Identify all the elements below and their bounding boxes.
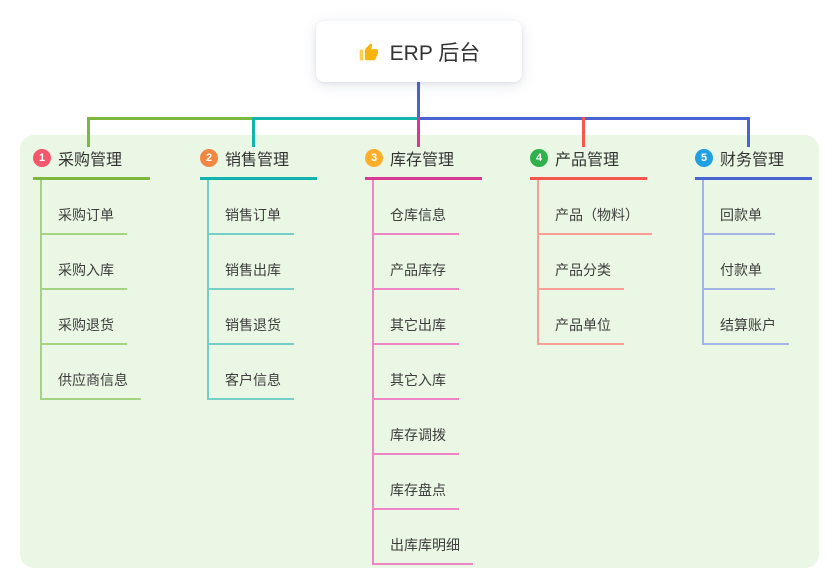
branch-number-badge: 3 [365, 149, 383, 167]
branch-children: 仓库信息产品库存其它出库其它入库库存调拨库存盘点出库库明细 [365, 180, 495, 565]
child-node[interactable]: 产品分类 [537, 235, 624, 290]
connector-branch-drop [417, 117, 420, 147]
connector-branch-drop [747, 117, 750, 147]
child-node[interactable]: 库存盘点 [372, 455, 459, 510]
child-node[interactable]: 采购入库 [40, 235, 127, 290]
branch-header[interactable]: 4 产品管理 [530, 146, 647, 180]
branch-header[interactable]: 1 采购管理 [33, 146, 150, 180]
branch-spine-line [537, 180, 539, 345]
branch-spine-line [40, 180, 42, 400]
child-node[interactable]: 出库库明细 [372, 510, 473, 565]
child-node[interactable]: 采购退货 [40, 290, 127, 345]
child-node[interactable]: 产品单位 [537, 290, 624, 345]
child-node[interactable]: 销售订单 [207, 180, 294, 235]
root-title: ERP 后台 [389, 41, 481, 65]
branch-spine-line [372, 180, 374, 565]
branch-header[interactable]: 5 财务管理 [695, 146, 812, 180]
root-node[interactable]: ERP 后台 [316, 21, 522, 82]
child-node[interactable]: 客户信息 [207, 345, 294, 400]
branch-title: 财务管理 [720, 152, 785, 169]
branch-children: 回款单付款单结算账户 [695, 180, 825, 345]
branch-5: 5 财务管理 回款单付款单结算账户 [695, 146, 825, 345]
connector-branch-drop [252, 117, 255, 147]
child-node[interactable]: 销售退货 [207, 290, 294, 345]
child-node[interactable]: 库存调拨 [372, 400, 459, 455]
branch-number-badge: 1 [33, 149, 51, 167]
branch-number-badge: 5 [695, 149, 713, 167]
child-node[interactable]: 销售出库 [207, 235, 294, 290]
branch-children: 采购订单采购入库采购退货供应商信息 [33, 180, 163, 400]
branch-title: 产品管理 [555, 152, 620, 169]
child-node[interactable]: 供应商信息 [40, 345, 141, 400]
child-node[interactable]: 其它入库 [372, 345, 459, 400]
connector-bus-segment [87, 117, 254, 120]
connector-bus-segment [252, 117, 419, 120]
connector-root-line [417, 82, 420, 120]
child-node[interactable]: 付款单 [702, 235, 775, 290]
child-node[interactable]: 采购订单 [40, 180, 127, 235]
branches-panel [20, 135, 819, 568]
branch-2: 2 销售管理 销售订单销售出库销售退货客户信息 [200, 146, 330, 400]
branch-spine-line [702, 180, 704, 345]
connector-branch-drop [87, 117, 90, 147]
child-node[interactable]: 仓库信息 [372, 180, 459, 235]
branch-children: 产品（物料）产品分类产品单位 [530, 180, 660, 345]
branch-number-badge: 2 [200, 149, 218, 167]
branch-3: 3 库存管理 仓库信息产品库存其它出库其它入库库存调拨库存盘点出库库明细 [365, 146, 495, 565]
branch-title: 采购管理 [58, 152, 123, 169]
thumbs-up-icon [358, 41, 380, 63]
child-node[interactable]: 产品库存 [372, 235, 459, 290]
branch-title: 库存管理 [390, 152, 455, 169]
branch-header[interactable]: 2 销售管理 [200, 146, 317, 180]
child-node[interactable]: 其它出库 [372, 290, 459, 345]
child-node[interactable]: 产品（物料） [537, 180, 652, 235]
branch-header[interactable]: 3 库存管理 [365, 146, 482, 180]
connector-branch-drop [582, 117, 585, 147]
branch-title: 销售管理 [225, 152, 290, 169]
child-node[interactable]: 结算账户 [702, 290, 789, 345]
branch-number-badge: 4 [530, 149, 548, 167]
child-node[interactable]: 回款单 [702, 180, 775, 235]
branch-children: 销售订单销售出库销售退货客户信息 [200, 180, 330, 400]
branch-4: 4 产品管理 产品（物料）产品分类产品单位 [530, 146, 660, 345]
branch-spine-line [207, 180, 209, 400]
branch-1: 1 采购管理 采购订单采购入库采购退货供应商信息 [33, 146, 163, 400]
